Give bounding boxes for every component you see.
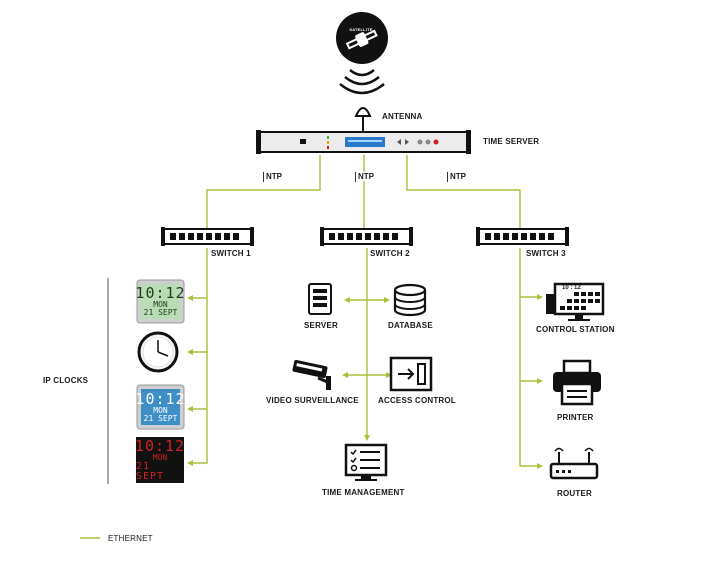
router-label: ROUTER [557, 489, 592, 498]
ethernet-lines [80, 155, 540, 539]
access-control-label: ACCESS CONTROL [378, 396, 456, 405]
switch-3-label: SWITCH 3 [526, 249, 566, 258]
database-label: DATABASE [388, 321, 433, 330]
ip-clock-red-date: 21 SEPT [136, 460, 165, 482]
ip-clock-blue-screen [141, 389, 180, 425]
time-management-icon [344, 443, 388, 481]
control-station-label: CONTROL STATION [536, 325, 615, 334]
time-server-label: TIME SERVER [483, 137, 540, 146]
ip-clock-red: 10:12 MON 21 SEPT [134, 436, 186, 483]
access-control-icon [389, 356, 433, 392]
ip-clock-blue: 10:12 MON 21 SEPT [135, 389, 184, 425]
control-station-time: 10 : 12 [562, 285, 581, 291]
switch-2-device [320, 227, 413, 246]
ip-clock-blue-time: 10:12 [135, 389, 186, 408]
legend-ethernet-label: ETHERNET [108, 534, 153, 543]
ip-clock-blue-day: MON [153, 405, 168, 415]
control-station-icon [546, 282, 605, 321]
arrowheads [187, 294, 543, 469]
ntp-label-2: NTP [355, 172, 375, 182]
server-icon [308, 283, 332, 315]
router-icon [549, 447, 599, 480]
antenna-label: ANTENNA [382, 112, 423, 121]
satellite-icon [336, 12, 388, 95]
ip-clock-green: 10:12 MON 21 SEPT [135, 284, 184, 319]
switch-1-label: SWITCH 1 [211, 249, 251, 258]
antenna-icon [354, 107, 372, 131]
ip-clock-green-screen [141, 284, 180, 319]
printer-label: PRINTER [557, 413, 594, 422]
server-label: SERVER [304, 321, 338, 330]
switch-1-device [161, 227, 254, 246]
switch-3-device [476, 227, 569, 246]
ip-clock-red-frame [136, 437, 184, 483]
satellite-label: SATELLITE [349, 27, 373, 32]
ip-clock-green-date: 21 SEPT [143, 308, 178, 317]
ntp-label-1: NTP [263, 172, 283, 182]
ip-clock-blue-date: 21 SEPT [143, 413, 178, 423]
ip-clock-green-day: MON [153, 300, 168, 309]
printer-icon [553, 359, 601, 406]
ip-clocks-label: IP CLOCKS [43, 376, 89, 385]
switch-2-label: SWITCH 2 [370, 249, 410, 258]
time-server-device [256, 130, 471, 154]
analog-clock-icon [137, 331, 179, 373]
ip-clock-red-time: 10:12 [134, 436, 186, 455]
time-management-label: TIME MANAGEMENT [322, 488, 405, 497]
ip-clock-green-time: 10:12 [135, 284, 186, 302]
database-icon [393, 283, 427, 317]
security-camera-icon [292, 359, 331, 390]
ntp-label-3: NTP [447, 172, 467, 182]
ip-clock-red-day: MON [152, 452, 168, 462]
video-surveillance-label: VIDEO SURVEILLANCE [266, 396, 359, 405]
